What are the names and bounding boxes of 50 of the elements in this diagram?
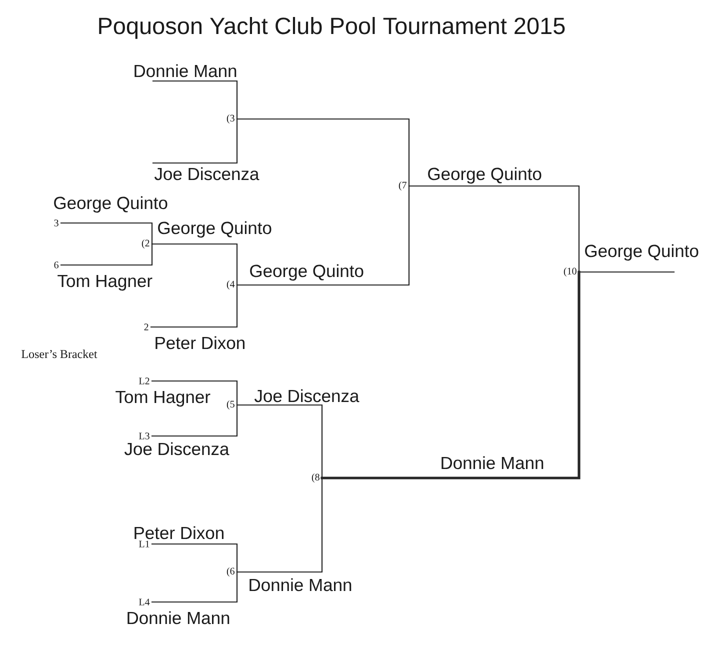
bracket-line: [151, 380, 238, 406]
bracket-line: [408, 185, 580, 273]
player-name: George Quinto: [158, 221, 272, 238]
bracket-line: [150, 284, 238, 328]
bracket-line: [151, 571, 238, 603]
match-number: (4: [226, 280, 235, 290]
section-label: Loser’s Bracket: [22, 350, 98, 358]
player-name: George Quinto: [428, 167, 542, 184]
bracket-line: [236, 118, 410, 187]
bracket-line: [60, 222, 153, 245]
bracket-line: [151, 243, 238, 286]
match-number: (7: [398, 181, 407, 191]
player-name: Donnie Mann: [128, 611, 230, 624]
player-name: Joe Discenza: [154, 167, 260, 180]
bracket-line: [152, 118, 238, 164]
seed-number: L1: [138, 540, 150, 548]
match-number: (5: [226, 400, 234, 410]
player-name: Tom Hagner: [116, 390, 210, 407]
match-number: (10: [564, 267, 576, 277]
bracket-line: [236, 185, 410, 286]
bracket-line: [236, 477, 323, 573]
player-name: Joe Discenza: [254, 389, 360, 402]
seed-number: L3: [138, 432, 150, 440]
seed-number: L4: [138, 598, 150, 606]
bracket-line: [151, 404, 238, 437]
bracket-line: [320, 270, 580, 480]
player-name: Donnie Mann: [134, 64, 236, 78]
seed-number: 6: [54, 262, 59, 268]
player-name: George Quinto: [250, 264, 364, 281]
player-name: George Quinto: [585, 244, 698, 261]
player-name: Peter Dixon: [134, 526, 224, 540]
seed-number: 2: [144, 324, 148, 330]
bracket-line: [236, 404, 323, 479]
title: Poquoson Yacht Club Pool Tournament 2015: [99, 16, 565, 39]
player-name: Tom Hagner: [58, 274, 152, 291]
player-name: Peter Dixon: [156, 336, 244, 350]
match-number: (2: [142, 239, 150, 249]
match-number: (3: [226, 114, 234, 124]
player-name: Donnie Mann: [250, 578, 352, 592]
player-name: George Quinto: [54, 196, 168, 213]
player-name: Joe Discenza: [124, 442, 230, 456]
bracket-line: [578, 271, 675, 273]
match-number: (6: [226, 567, 234, 577]
bracket-line: [60, 243, 153, 266]
seed-number: 3: [54, 220, 58, 226]
bracket-line: [151, 543, 238, 573]
player-name: Donnie Mann: [442, 456, 544, 470]
bracket-line: [152, 80, 238, 120]
match-number: (8: [312, 473, 320, 483]
seed-number: L2: [138, 378, 150, 384]
